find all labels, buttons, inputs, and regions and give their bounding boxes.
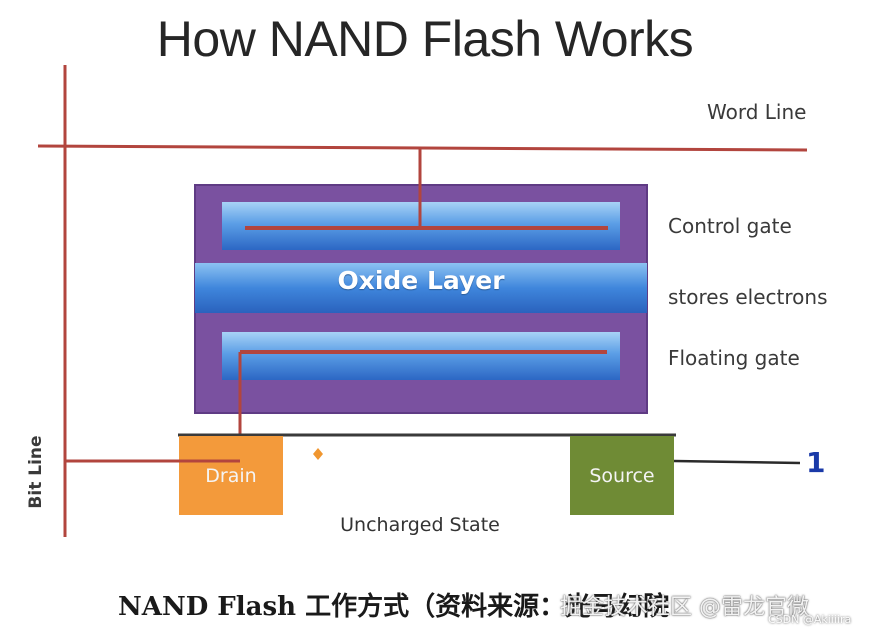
drain-block	[179, 436, 283, 515]
source-label: Source	[589, 465, 655, 487]
bit-line-label: Bit Line	[26, 435, 46, 509]
oxide-layer-label: Oxide Layer	[337, 266, 505, 295]
watermark: 掘金技术社区 @雷龙官微	[560, 595, 809, 620]
marker-dot	[313, 448, 323, 460]
csdn-watermark: CSDN @Akiiiira	[768, 613, 852, 626]
caption: NAND Flash 工作方式（资料来源：光马幻院	[118, 592, 670, 622]
source-block	[570, 436, 674, 515]
page-title: How NAND Flash Works	[156, 11, 694, 67]
word-line	[37, 144, 808, 152]
state-label: Uncharged State	[340, 514, 500, 536]
drain-label: Drain	[205, 465, 257, 487]
source-output-line	[673, 459, 801, 465]
floating-gate-label: Floating gate	[668, 346, 800, 370]
source-value-label: 1	[806, 446, 826, 479]
control-gate-label: Control gate	[668, 214, 792, 238]
stores-electrons-label: stores electrons	[668, 285, 828, 309]
word-line-label: Word Line	[707, 100, 807, 124]
floating-gate-bar	[222, 332, 620, 380]
oxide-layer-band	[195, 263, 647, 313]
